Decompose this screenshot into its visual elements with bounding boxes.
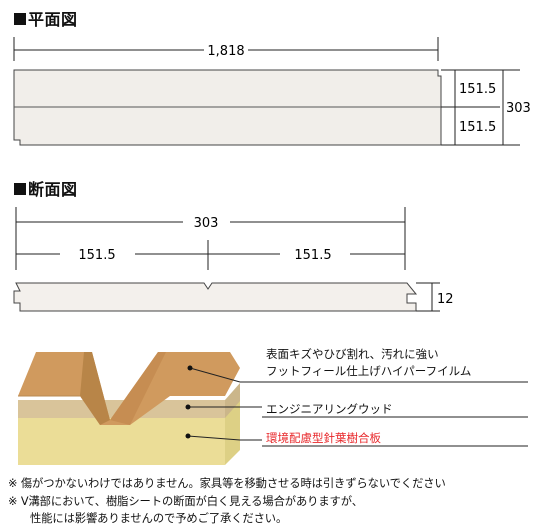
- leader-dot-plywood: [185, 433, 191, 439]
- thickness-label: 12: [437, 292, 454, 307]
- callout-plywood: 環境配慮型針葉樹合板: [266, 431, 381, 445]
- board-section-profile: [13, 282, 418, 312]
- plan-view-heading: 平面図: [14, 6, 78, 30]
- leader-line-film: [189, 367, 241, 383]
- leader-line-plywood: [187, 435, 241, 441]
- section-view-drawing: 303 151.5 151.5 12: [13, 207, 454, 312]
- leader-dot-engineering-wood: [185, 404, 191, 410]
- note-line-3: 性能には影響ありませんので予めご了承ください。: [30, 512, 288, 525]
- callout-film-line-1: 表面キズやひび割れ、汚れに強い: [266, 347, 439, 361]
- engineering-wood-layer-side: [225, 383, 240, 418]
- length-dimension-label: 1,818: [207, 44, 244, 59]
- film-layer: [18, 352, 240, 425]
- callout-film-line-2: フットフィール仕上げハイパーフイルム: [266, 364, 472, 378]
- layer-structure-illustration: [18, 352, 528, 465]
- section-left-half-label: 151.5: [78, 248, 115, 263]
- square-bullet-icon: [14, 183, 26, 195]
- section-total-label: 303: [194, 216, 219, 231]
- width-total-label: 303: [506, 101, 531, 116]
- note-line-2: ※ V溝部において、樹脂シートの断面が白く見える場合がありますが、: [8, 495, 363, 508]
- plan-view-drawing: 1,818 151.5 151.5 303: [13, 37, 531, 146]
- width-half-bottom-label: 151.5: [459, 120, 496, 135]
- section-view-title: 断面図: [28, 180, 78, 199]
- section-right-half-label: 151.5: [294, 248, 331, 263]
- width-half-top-label: 151.5: [459, 82, 496, 97]
- leader-dot-film: [187, 365, 193, 371]
- v-groove-right-face: [110, 352, 166, 425]
- v-groove-left-face: [80, 352, 110, 425]
- square-bullet-icon: [14, 13, 26, 25]
- plan-view-title: 平面図: [28, 10, 78, 29]
- callout-engineering-wood: エンジニアリングウッド: [266, 402, 393, 416]
- section-view-heading: 断面図: [14, 176, 78, 200]
- note-line-1: ※ 傷がつかないわけではありません。家具等を移動させる時は引きずらないでください: [8, 477, 446, 490]
